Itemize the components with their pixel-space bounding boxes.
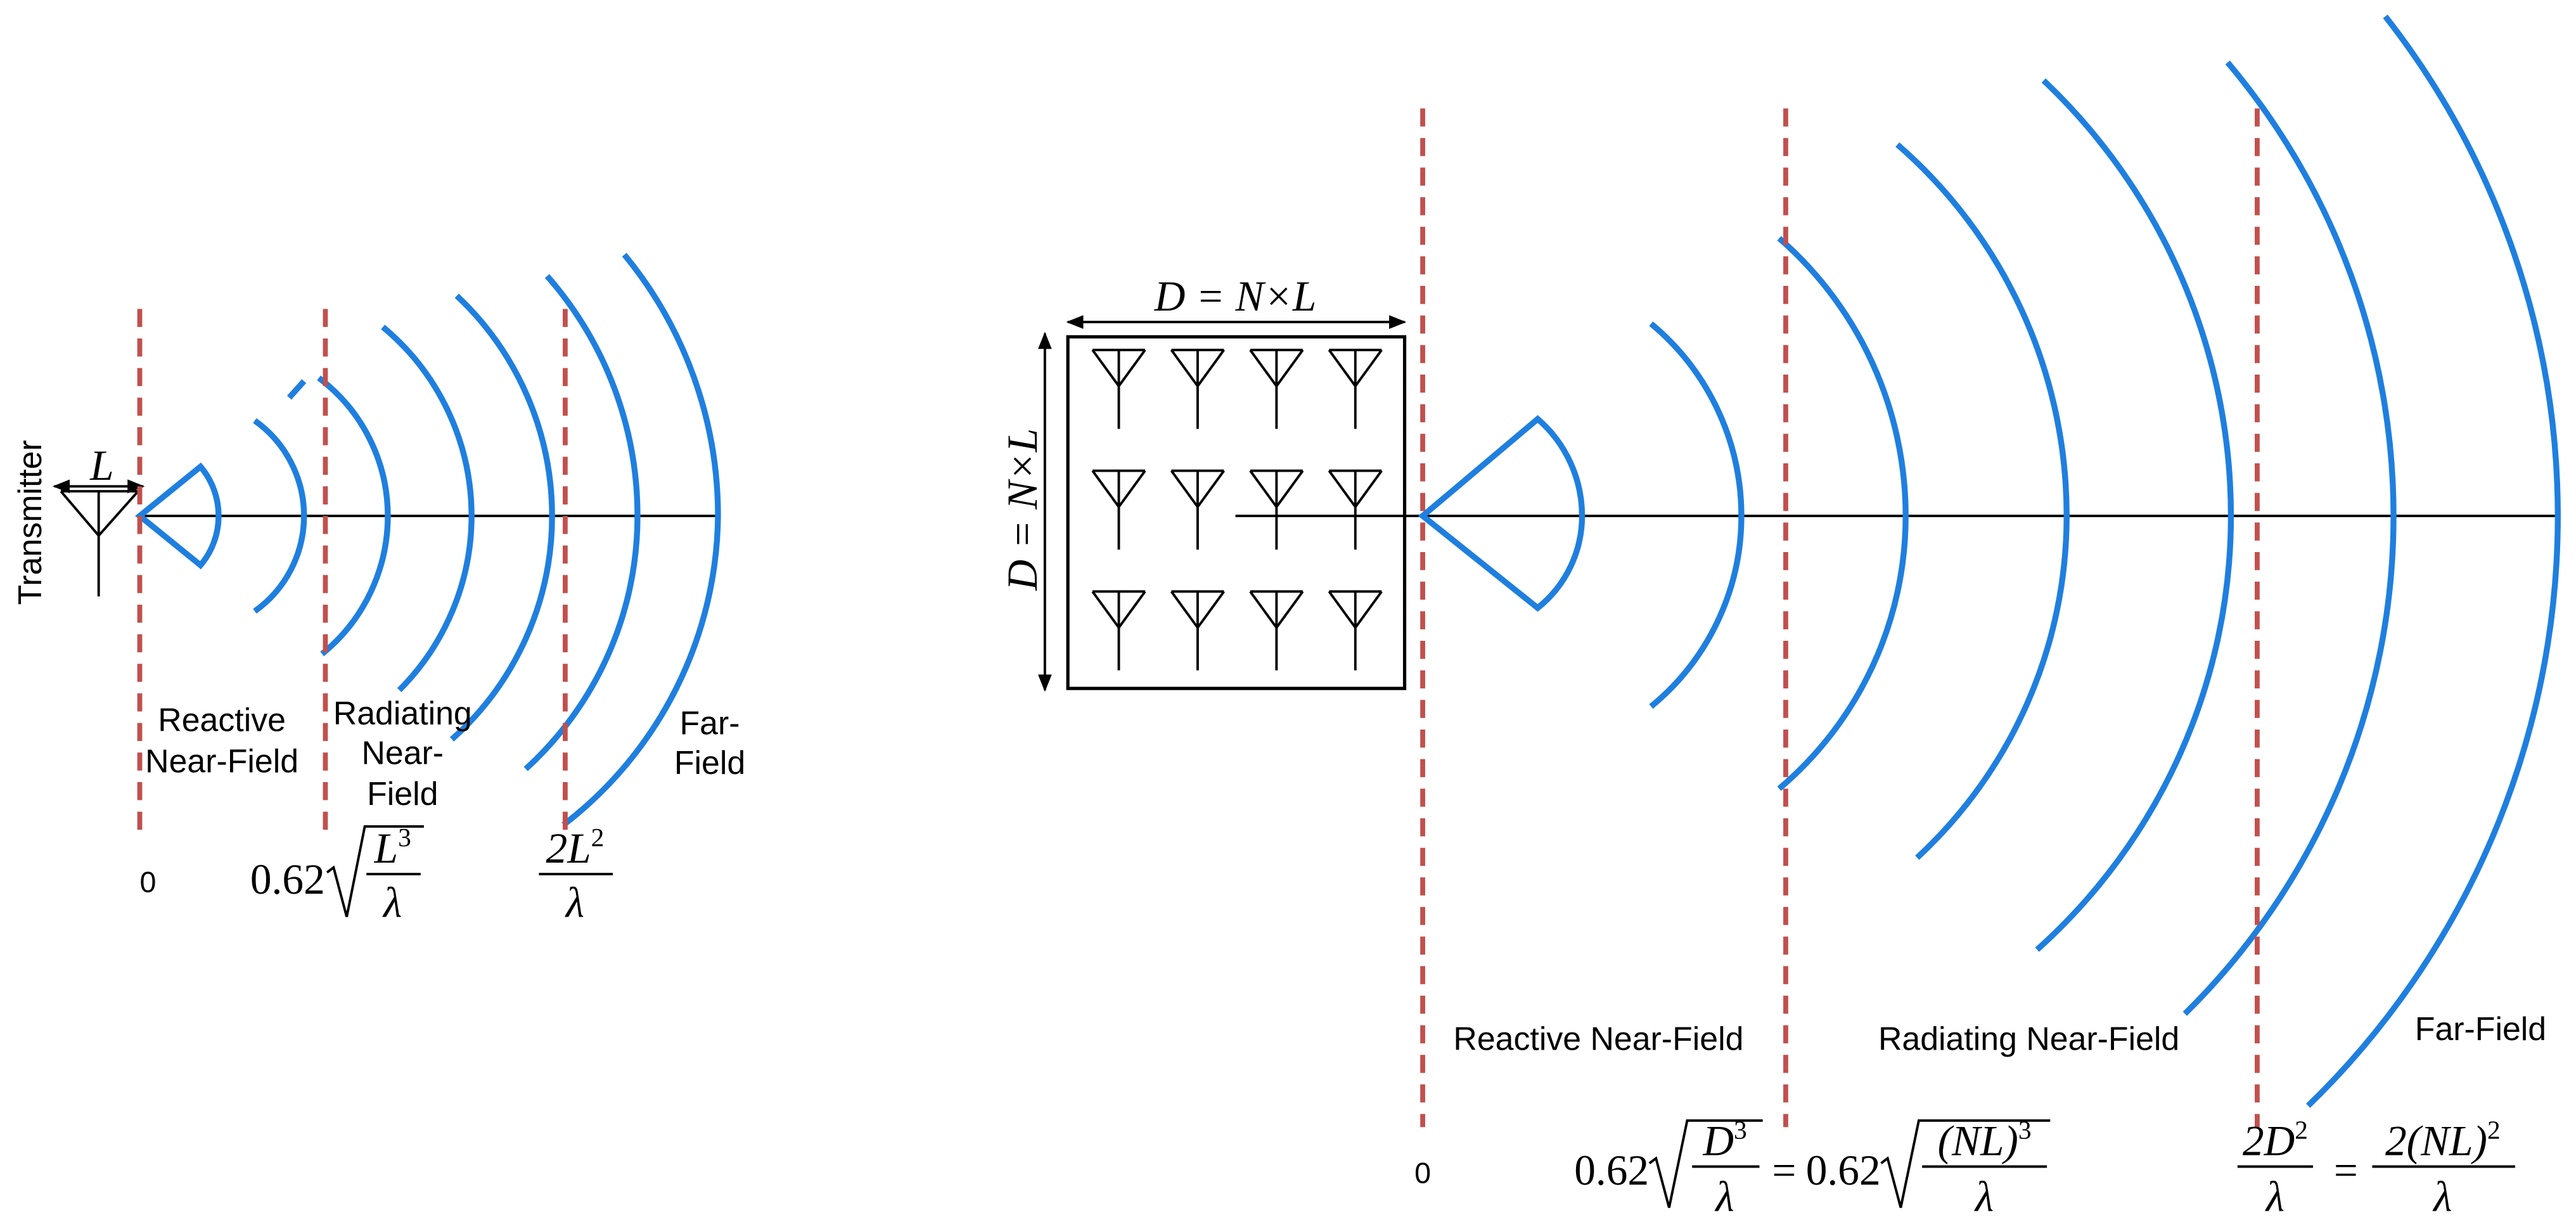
formula-coefficient: 0.62 — [1806, 1147, 1881, 1194]
fraction-denominator: λ — [2265, 1173, 2284, 1220]
numerator-base: 2L — [546, 825, 591, 872]
wavefront-wedge — [135, 462, 222, 570]
wavefront-arc — [561, 252, 721, 828]
region-label-reactive: Reactive Near-Field — [1453, 1020, 1743, 1057]
wavefront-wedge — [1418, 415, 1586, 612]
boundary-formula-far-field: 2D2 λ = 2(NL)2 λ — [2237, 1115, 2515, 1220]
numerator-base: (NL) — [1938, 1117, 2018, 1164]
fraction-denominator: λ — [2432, 1173, 2452, 1220]
wavefront-arc — [1895, 142, 2070, 860]
antenna-array-frame — [1066, 335, 1407, 690]
region-label-radiating-line1: Radiating — [333, 695, 472, 731]
numerator-exponent: 3 — [2018, 1115, 2032, 1144]
region-label-radiating-line2: Near- — [361, 734, 444, 771]
wavefront-arc — [2306, 15, 2561, 1108]
numerator-base: 2D — [2243, 1117, 2295, 1164]
array-height-label: D = N×L — [999, 428, 1046, 591]
formula-coefficient: 0.62 — [1574, 1147, 1649, 1194]
element-size-label: L — [89, 442, 113, 489]
numerator-base: L — [374, 825, 398, 872]
radical-sign — [1648, 1119, 1763, 1208]
wavefront-arc — [1777, 236, 1909, 791]
boundary-formula-radiating: 0.62 D3 λ = 0.62 (NL)3 λ — [1574, 1115, 2051, 1220]
region-label-far-line1: Far- — [680, 705, 740, 742]
antenna-element-icon — [1170, 469, 1225, 550]
wavefront-arc — [449, 293, 555, 742]
numerator-exponent: 3 — [398, 823, 411, 852]
region-label-reactive-line1: Reactive — [158, 702, 286, 738]
boundary-formula-far-field: 2L2 λ — [539, 823, 613, 926]
fraction-denominator: λ — [1974, 1173, 1994, 1220]
region-label-radiating: Radiating Near-Field — [1878, 1020, 2179, 1057]
antenna-element-icon — [1328, 469, 1383, 550]
fraction-denominator: λ — [382, 878, 402, 926]
region-label-reactive-line2: Near-Field — [145, 742, 298, 779]
wavefront-arc — [381, 325, 475, 693]
antenna-element-icon — [1328, 590, 1383, 671]
antenna-element-icon — [1091, 469, 1146, 550]
antenna-element-icon — [1249, 349, 1304, 429]
boundary-value-origin: 0 — [140, 866, 157, 899]
formula-coefficient: 0.62 — [250, 856, 325, 903]
wavefront-arc — [1649, 321, 1745, 709]
fraction-numerator: L3 — [374, 823, 411, 872]
region-label-far: Far-Field — [2415, 1010, 2546, 1047]
single-antenna-diagram: L Transmitter Reactive Near-Field Radiat… — [11, 252, 745, 926]
fraction-numerator: 2L2 — [546, 823, 605, 872]
numerator-base: 2(NL) — [2385, 1117, 2487, 1164]
wavefront-arc — [523, 274, 641, 771]
fraction-numerator: 2D2 — [2243, 1115, 2308, 1164]
numerator-base: D — [1702, 1117, 1734, 1164]
wavefront-arc — [253, 418, 307, 614]
radical-sign — [1880, 1119, 2051, 1208]
equals-sign: = — [1772, 1147, 1796, 1194]
antenna-array-diagram: D = N×L D = N×L Reactive Near-Field Radi… — [999, 15, 2561, 1220]
array-width-label: D = N×L — [1154, 273, 1317, 320]
antenna-element-icon — [1170, 590, 1225, 671]
antenna-element-icon — [1091, 349, 1146, 429]
fraction-numerator: D3 — [1702, 1115, 1746, 1164]
numerator-exponent: 2 — [2487, 1115, 2501, 1144]
wavefront-arc — [2182, 60, 2397, 1016]
numerator-exponent: 2 — [591, 823, 605, 852]
fraction-numerator: 2(NL)2 — [2385, 1115, 2501, 1164]
radical-sign — [326, 825, 424, 917]
wavefront-arc — [2035, 78, 2234, 952]
wavefront-arc — [317, 375, 391, 657]
boundary-formula-radiating: 0.62 L3 λ — [250, 823, 424, 926]
fraction-denominator: λ — [1714, 1173, 1734, 1220]
equals-sign: = — [2334, 1147, 2358, 1194]
numerator-exponent: 2 — [2295, 1115, 2308, 1144]
transmitter-label: Transmitter — [11, 440, 48, 605]
antenna-element-icon — [1249, 590, 1304, 671]
boundary-value-origin: 0 — [1414, 1156, 1431, 1189]
antenna-element-icon — [1328, 349, 1383, 429]
antenna-element-icon — [1091, 590, 1146, 671]
numerator-exponent: 3 — [1734, 1115, 1747, 1144]
wavefront-arc-fragment — [286, 379, 307, 400]
region-label-far-line2: Field — [674, 744, 745, 781]
fraction-numerator: (NL)3 — [1938, 1115, 2032, 1164]
antenna-element-icon — [1249, 469, 1304, 550]
region-label-radiating-line3: Field — [367, 775, 438, 812]
antenna-array — [1091, 349, 1383, 671]
transmitter-antenna-icon — [60, 490, 139, 596]
antenna-element-icon — [1170, 349, 1225, 429]
fraction-denominator: λ — [565, 878, 584, 926]
